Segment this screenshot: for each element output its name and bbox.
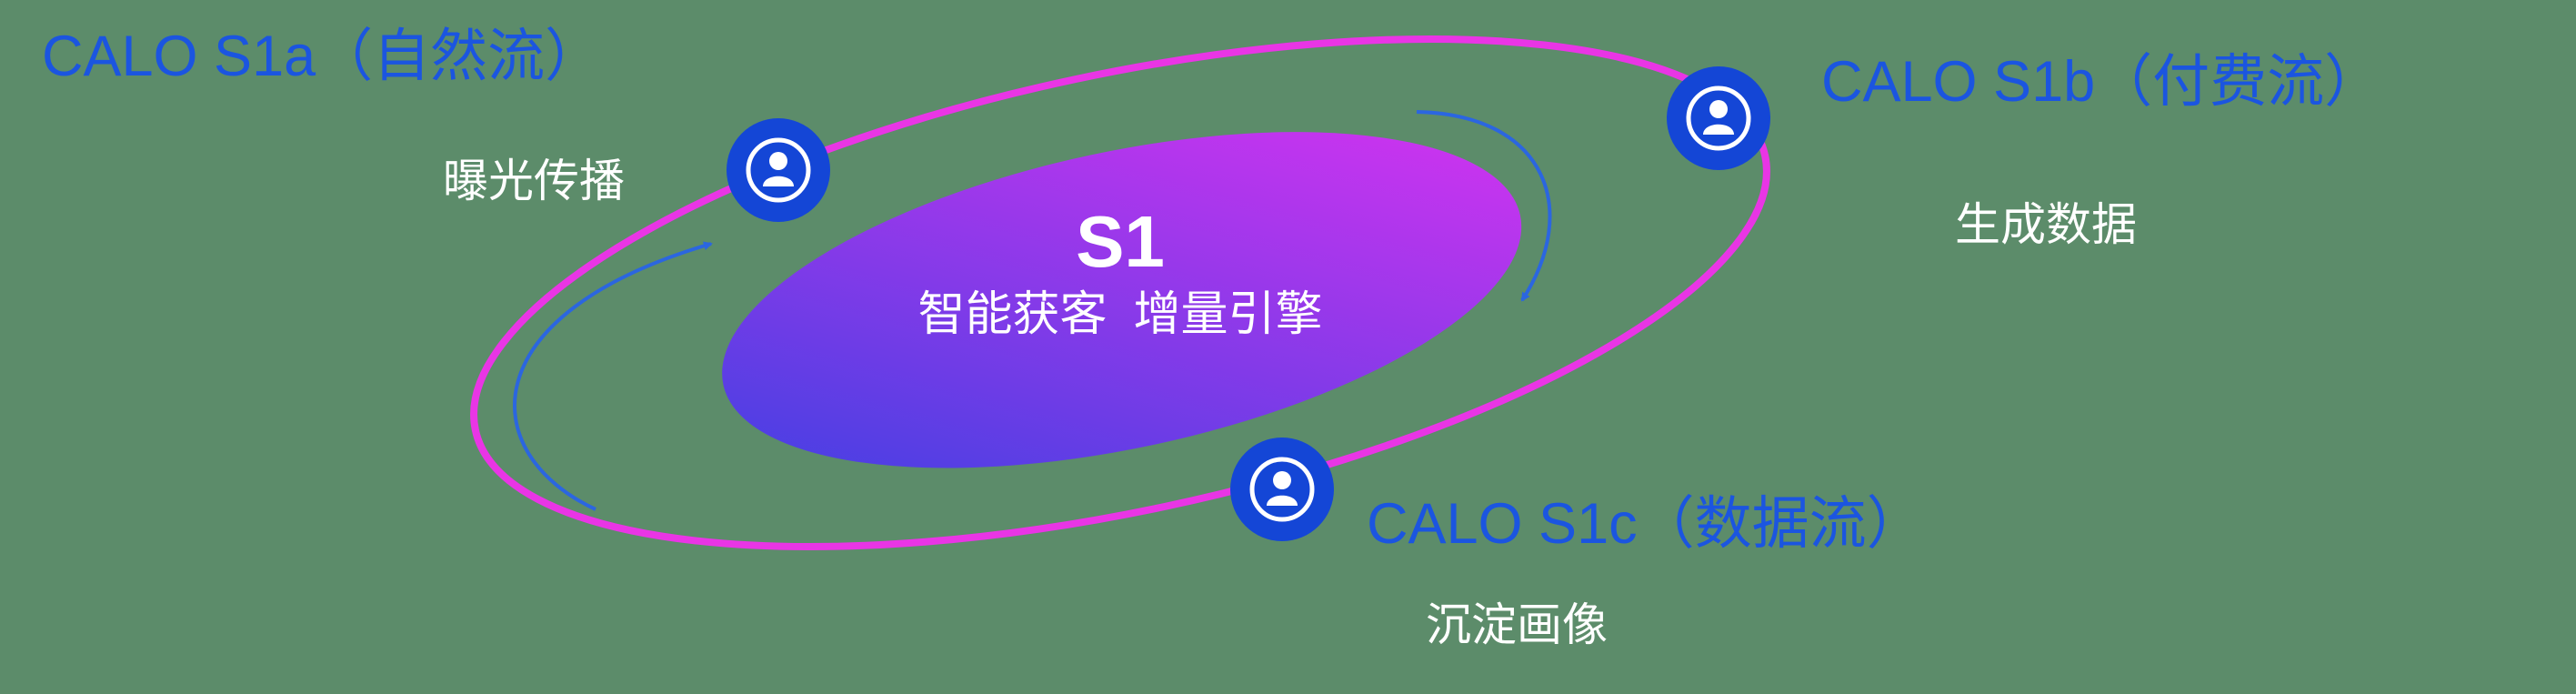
node-s1a-subtitle: 曝光传播 bbox=[443, 156, 625, 206]
node-s1a bbox=[727, 118, 830, 222]
node-s1c bbox=[1230, 438, 1334, 541]
node-s1b-subtitle: 生成数据 bbox=[1955, 199, 2137, 250]
person-icon bbox=[1249, 457, 1315, 522]
person-icon bbox=[746, 137, 811, 203]
core-ellipse bbox=[722, 132, 1522, 468]
node-s1c-subtitle: 沉淀画像 bbox=[1426, 599, 1608, 650]
node-s1a-title: CALO S1a（自然流） bbox=[42, 25, 603, 88]
center-title: S1 bbox=[1076, 201, 1165, 282]
flow-arrow-right-icon bbox=[1416, 110, 1552, 302]
node-s1c-title: CALO S1c（数据流） bbox=[1367, 492, 1924, 556]
orbit-ring bbox=[470, 35, 1770, 550]
orbit-group bbox=[470, 35, 1770, 550]
center-subtitle: 智能获客 增量引擎 bbox=[917, 288, 1323, 341]
person-icon bbox=[1686, 85, 1751, 151]
node-s1b-title: CALO S1b（付费流） bbox=[1821, 50, 2382, 114]
flow-arrow-left-icon bbox=[512, 241, 713, 511]
node-s1b bbox=[1667, 66, 1770, 170]
